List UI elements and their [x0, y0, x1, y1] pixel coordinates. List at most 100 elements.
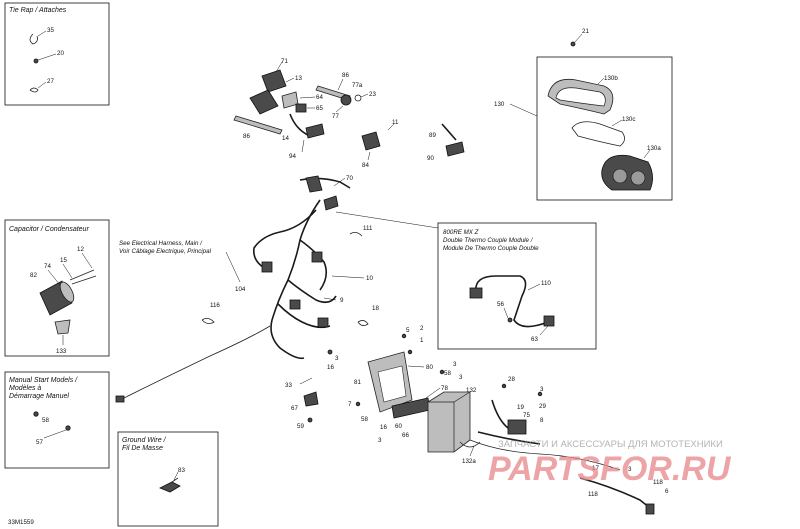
callout-3b: 3 — [453, 361, 457, 368]
cable-end-part — [645, 503, 655, 515]
callout-17: 17 — [592, 465, 599, 472]
callout-56: 56 — [497, 301, 504, 308]
callout-83: 83 — [178, 467, 185, 474]
capacitor-bracket-part — [54, 319, 71, 335]
callout-130c: 130c — [622, 116, 635, 123]
callout-65: 65 — [316, 105, 323, 112]
sensor-90-part — [445, 141, 465, 157]
callout-86-lower: 86 — [243, 133, 250, 140]
tie-rap-27-part — [29, 87, 39, 93]
thermo-title-2: Double Thermo Couple Module / — [443, 237, 534, 244]
callout-59: 59 — [297, 423, 304, 430]
thermo-title-3: Module De Thermo Couple Double — [443, 245, 539, 252]
callout-133: 133 — [56, 348, 67, 355]
callout-33: 33 — [285, 382, 292, 389]
callout-58-left: 58 — [361, 416, 368, 423]
gauge-lens-part — [571, 121, 625, 147]
harness-note-1: See Electrical Harness, Main / — [119, 240, 203, 247]
thermo-leader — [335, 211, 439, 229]
watermark-logo: ЗАПЧАСТИ И АКСЕССУАРЫ ДЛЯ МОТОТЕХНИКИ PA… — [488, 439, 732, 488]
callout-77a: 77a — [352, 82, 363, 89]
callout-70: 70 — [346, 175, 353, 182]
battery-assembly: 80 81 78 58 58 16 66 60 3 7 132 132a — [348, 351, 481, 465]
callout-35: 35 — [47, 27, 54, 34]
callout-3c: 3 — [459, 374, 463, 381]
manual-start-box: Manual Start Models / Modèles à Démarrag… — [4, 371, 110, 469]
callout-58-main: 58 — [444, 370, 451, 377]
tie-rap-box: Tie Rap / Attaches 35 20 27 — [4, 2, 110, 106]
screw-57-part — [65, 425, 71, 431]
thermo-harness-part — [475, 275, 549, 328]
callout-57: 57 — [36, 439, 43, 446]
callout-2: 2 — [420, 325, 424, 332]
callout-29: 29 — [539, 403, 546, 410]
main-harness: 70 111 104 See Electrical Harness, Main … — [115, 175, 373, 403]
callout-13: 13 — [295, 75, 302, 82]
clip-111-part — [349, 232, 363, 237]
callout-77: 77 — [332, 113, 339, 120]
callout-58: 58 — [42, 417, 49, 424]
callout-111: 111 — [363, 225, 373, 232]
callout-16b: 16 — [380, 424, 387, 431]
thermo-sensor-part — [543, 315, 555, 327]
diagram-id: 33M1559 — [8, 519, 34, 526]
callout-12: 12 — [77, 246, 84, 253]
callout-9: 9 — [340, 297, 344, 304]
callout-6: 6 — [665, 488, 669, 495]
callout-19: 19 — [517, 404, 524, 411]
callout-66: 66 — [402, 432, 409, 439]
manual-start-title-3: Démarrage Manuel — [9, 393, 69, 400]
callout-82: 82 — [30, 272, 37, 279]
callout-74: 74 — [44, 263, 51, 270]
switch-71-part — [261, 69, 287, 93]
capacitor-box: Capacitor / Condensateur 12 74 15 82 133 — [4, 219, 110, 357]
callout-21: 21 — [582, 28, 589, 35]
callout-90: 90 — [427, 155, 434, 162]
capacitor-title: Capacitor / Condensateur — [9, 226, 89, 233]
callout-78: 78 — [441, 385, 448, 392]
callout-84: 84 — [362, 162, 369, 169]
callout-8: 8 — [540, 417, 544, 424]
callout-27: 27 — [47, 78, 54, 85]
screw-58-part — [33, 411, 39, 417]
solenoid-75-part — [507, 419, 527, 435]
tie-rap-20-part — [33, 58, 39, 64]
callout-67: 67 — [291, 405, 298, 412]
switch-cluster: 71 13 64 65 14 86 94 86 77a 23 77 — [233, 58, 376, 160]
capacitor-part — [39, 269, 97, 316]
thermo-connector-part — [469, 287, 483, 299]
callout-80: 80 — [426, 364, 433, 371]
callout-81: 81 — [354, 379, 361, 386]
watermark-brand: PARTSFOR.RU — [488, 450, 732, 488]
callout-116: 116 — [210, 302, 220, 309]
gauge-housing-part — [601, 154, 653, 191]
callout-132: 132 — [466, 387, 477, 394]
ground-wire-box: Ground Wire / Fil De Masse 83 — [117, 431, 219, 527]
switch-84-part — [361, 131, 381, 151]
callout-64: 64 — [316, 94, 323, 101]
callout-75: 75 — [523, 412, 530, 419]
callout-130b: 130b — [604, 75, 618, 82]
clip-18-part — [357, 320, 369, 326]
callout-63: 63 — [531, 336, 538, 343]
callout-3a: 3 — [335, 355, 339, 362]
clip-67-part — [303, 391, 319, 407]
callout-130a: 130a — [647, 145, 661, 152]
harness-note-2: Voir Câblage Electrique, Principal — [119, 248, 212, 255]
sensor-89-part — [441, 123, 457, 141]
callout-5: 5 — [406, 327, 410, 334]
screw-21-part — [570, 41, 576, 47]
ground-wire-part — [159, 481, 181, 493]
callout-10: 10 — [366, 275, 373, 282]
callout-94: 94 — [289, 153, 296, 160]
manual-start-title-2: Modèles à — [9, 385, 41, 392]
callout-132a: 132a — [462, 458, 476, 465]
callout-60: 60 — [395, 423, 402, 430]
ground-wire-title-1: Ground Wire / — [122, 437, 167, 444]
harness-connector-70-part — [305, 175, 323, 193]
callout-118-left: 118 — [588, 491, 598, 498]
tie-rap-title: Tie Rap / Attaches — [9, 7, 67, 14]
thermo-module-box: 800RE MX Z Double Thermo Couple Module /… — [437, 222, 597, 350]
callout-11: 11 — [392, 119, 399, 126]
